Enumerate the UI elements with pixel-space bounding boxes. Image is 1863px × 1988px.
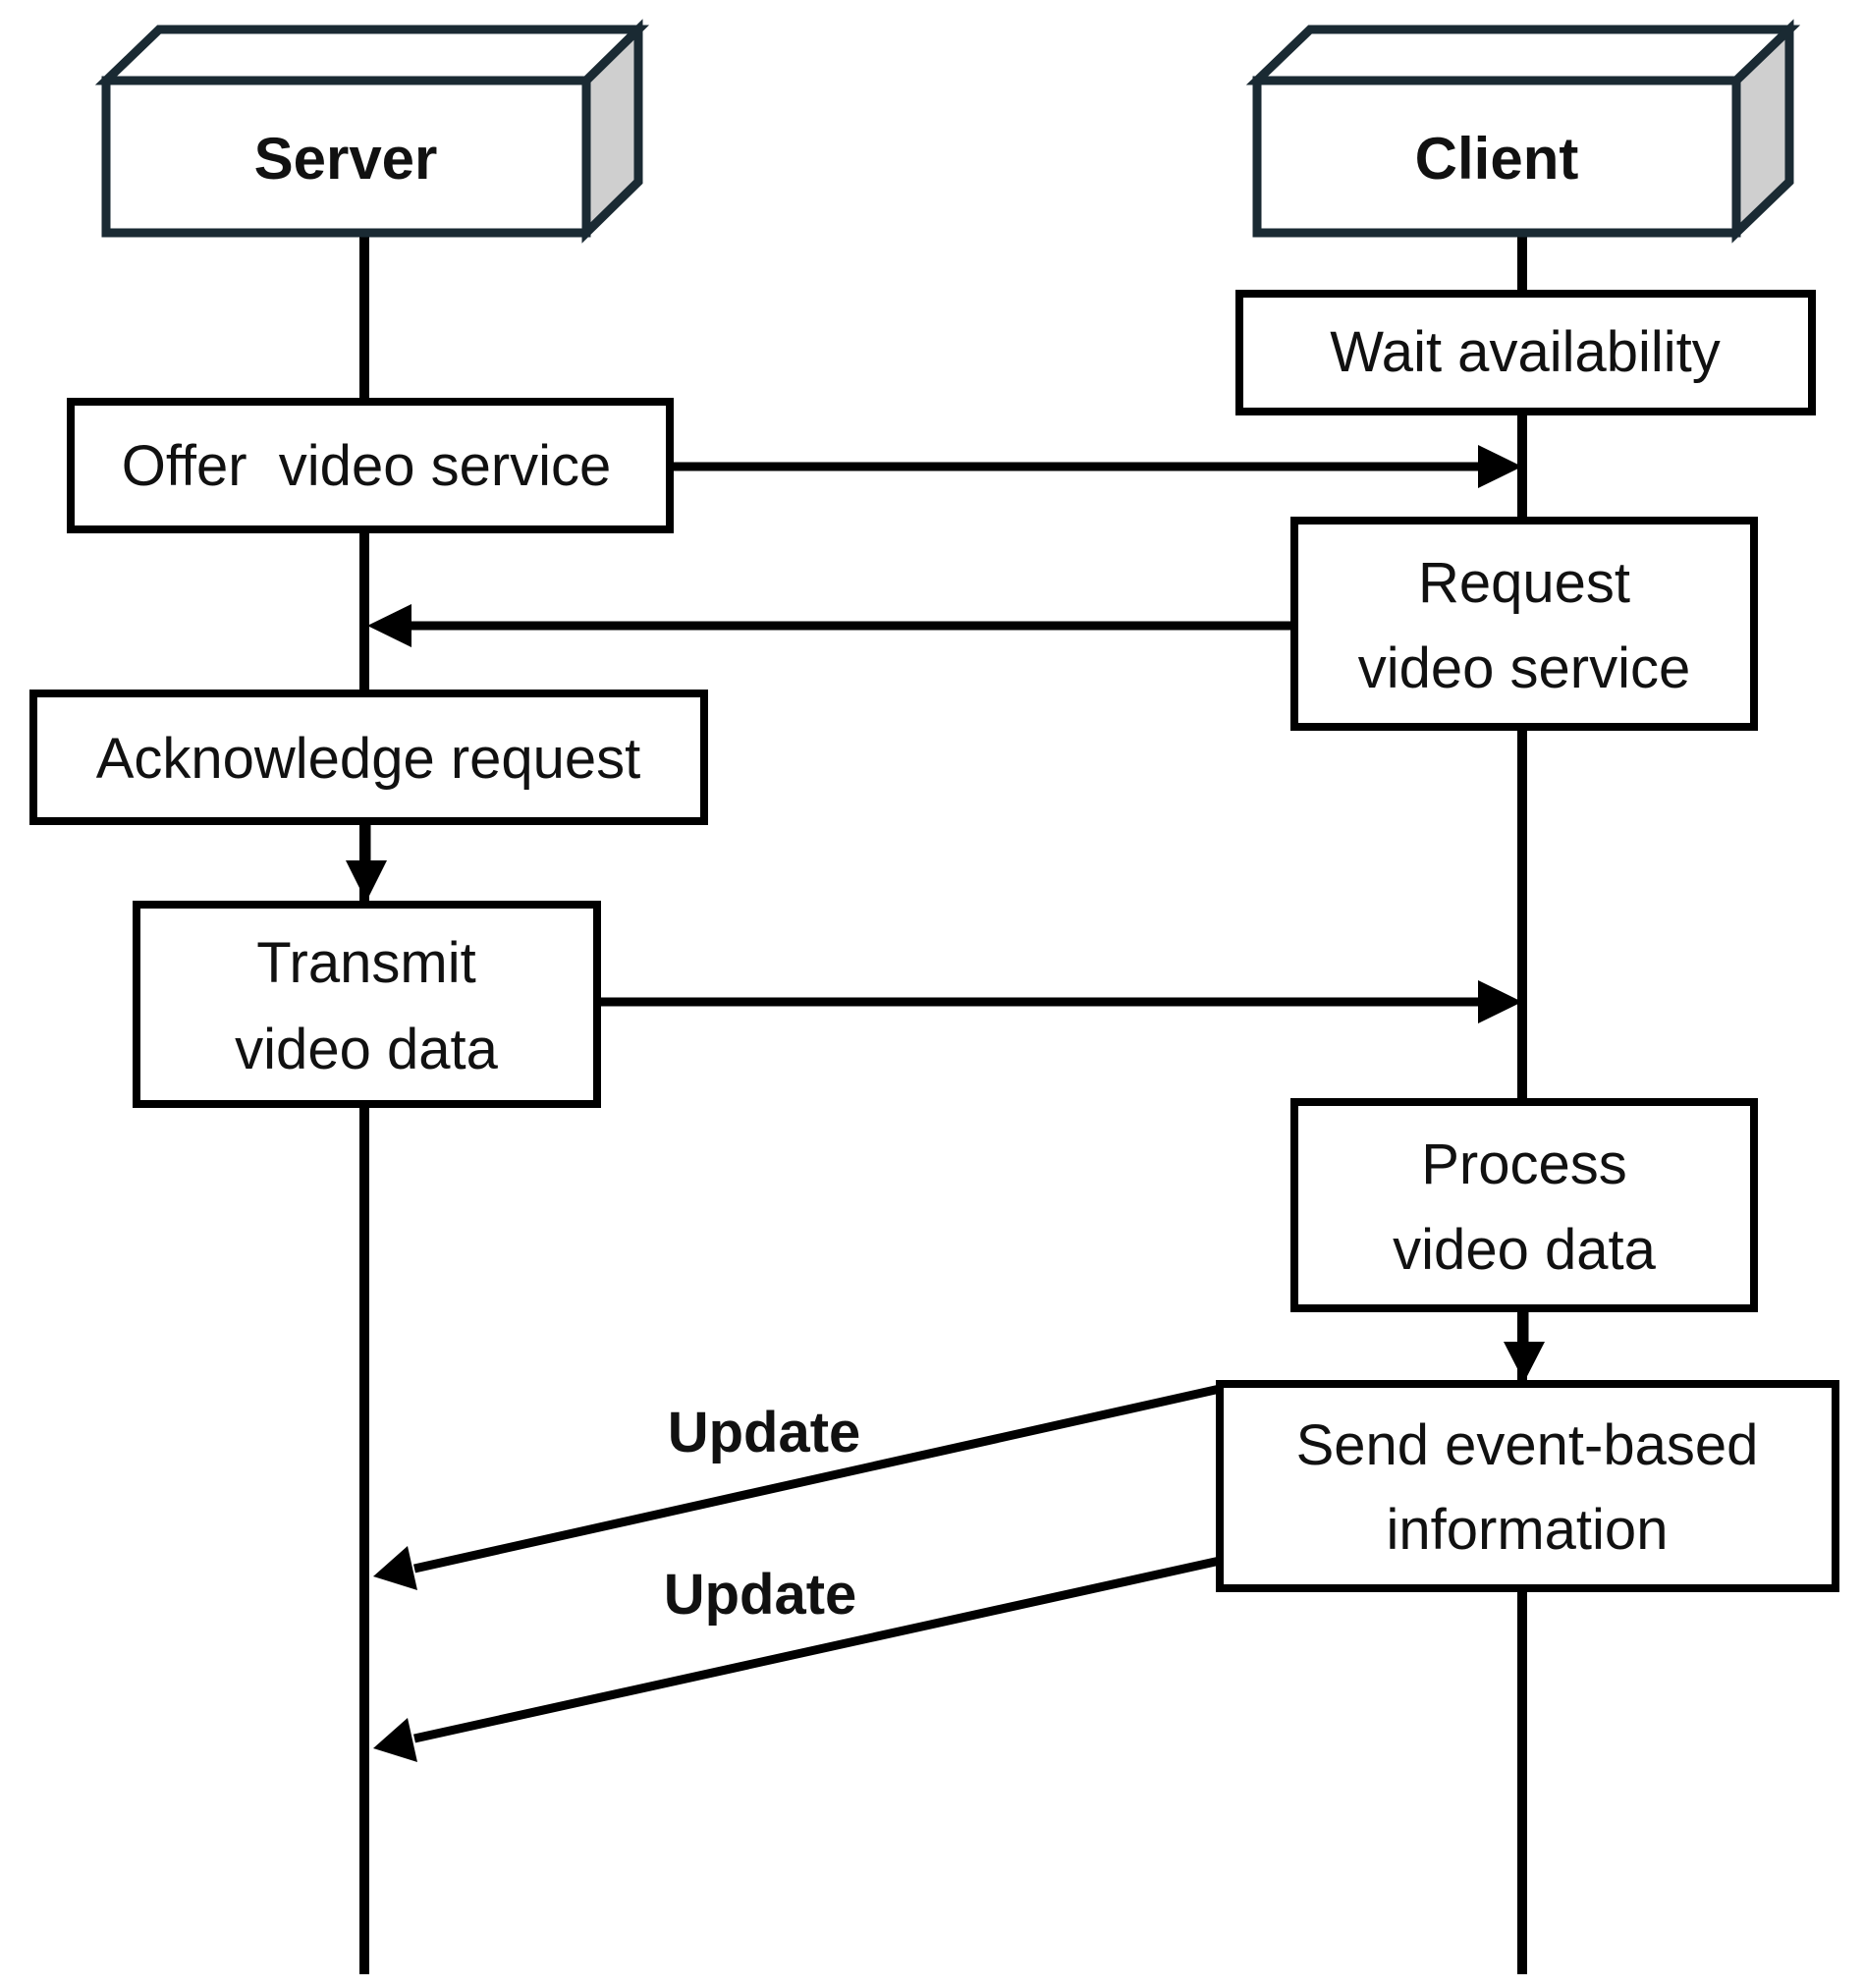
request-video-service-line-2: video service xyxy=(1358,636,1690,700)
transmit-video-data-step: Transmit video data xyxy=(133,901,601,1108)
send-event-based-line-2: information xyxy=(1387,1498,1669,1562)
update-label-1: Update xyxy=(668,1401,861,1464)
transmit-video-data-line-1: Transmit xyxy=(256,931,475,995)
process-video-data-step: Process video data xyxy=(1290,1098,1758,1312)
transmit-arrow xyxy=(597,980,1522,1023)
update-label-2: Update xyxy=(664,1563,857,1627)
acknowledge-request-label: Acknowledge request xyxy=(96,727,641,791)
acknowledge-to-transmit-arrow xyxy=(346,821,387,902)
request-video-service-line-1: Request xyxy=(1418,551,1630,615)
process-to-send-arrow xyxy=(1504,1308,1545,1382)
acknowledge-request-step: Acknowledge request xyxy=(29,690,708,825)
request-arrow xyxy=(367,604,1294,647)
send-event-based-information-step: Send event-based information xyxy=(1216,1380,1839,1592)
offer-arrow xyxy=(670,445,1522,488)
wait-availability-step: Wait availability xyxy=(1235,290,1816,415)
process-video-data-line-2: video data xyxy=(1393,1218,1656,1282)
update-arrow-2 xyxy=(373,1556,1221,1762)
transmit-video-data-line-2: video data xyxy=(235,1018,498,1081)
client-node: Client xyxy=(1245,19,1801,244)
request-video-service-step: Request video service xyxy=(1290,517,1758,731)
offer-video-service-label: Offer video service xyxy=(122,434,612,498)
send-event-based-line-1: Send event-based xyxy=(1296,1413,1759,1477)
process-video-data-line-1: Process xyxy=(1421,1132,1627,1196)
update-arrow-1 xyxy=(373,1384,1221,1590)
offer-video-service-step: Offer video service xyxy=(67,398,674,533)
server-node: Server xyxy=(94,19,650,244)
server-label: Server xyxy=(254,126,438,192)
wait-availability-label: Wait availability xyxy=(1330,320,1721,384)
client-label: Client xyxy=(1415,126,1579,192)
